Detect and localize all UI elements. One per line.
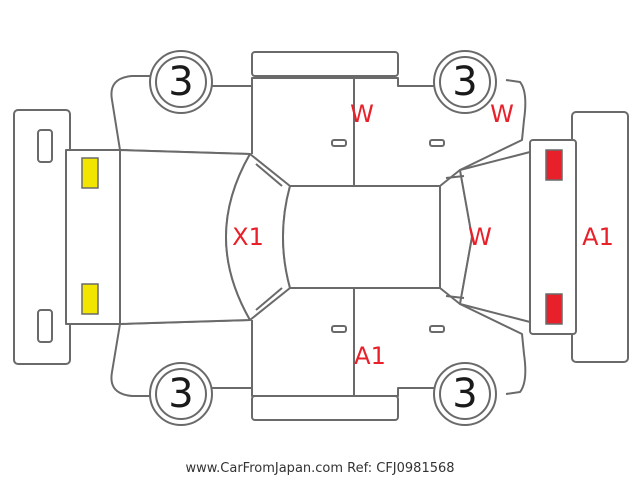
wheel-rear-right: 3: [433, 362, 497, 426]
damage-mark-hood: X1: [232, 223, 264, 251]
left-side-panel: [110, 51, 527, 186]
door-handle-rear-left: [429, 139, 445, 147]
taillight-right: [545, 293, 563, 325]
damage-marks: W W X1 W A1 A1: [232, 100, 614, 370]
damage-mark-left-front-door: W: [350, 100, 374, 128]
wheel-count-rear-right: 3: [452, 371, 477, 417]
headlight-left: [81, 157, 99, 189]
wheel-count-rear-left: 3: [452, 59, 477, 105]
door-handle-front-right: [331, 325, 347, 333]
wheel-front-right: 3: [149, 362, 213, 426]
roof: [282, 185, 441, 289]
wheel-front-left: 3: [149, 50, 213, 114]
wheel-count-front-right: 3: [168, 371, 193, 417]
left-side-skirt-top: [251, 51, 399, 77]
front-bumper: [13, 109, 71, 365]
car-top-view: [65, 139, 577, 335]
wheel-count-front-left: 3: [168, 59, 193, 105]
lights: [81, 149, 563, 325]
wheel-rear-left: 3: [433, 50, 497, 114]
headlight-right: [81, 283, 99, 315]
rear-panel: [529, 139, 577, 335]
damage-mark-right-front-door: A1: [354, 342, 386, 370]
right-side-skirt-bottom: [251, 395, 399, 421]
damage-mark-rear-bumper: A1: [582, 223, 614, 251]
footer-reference: www.CarFromJapan.com Ref: CFJ0981568: [185, 461, 454, 476]
damage-mark-rear-glass: W: [468, 223, 492, 251]
door-handle-rear-right: [429, 325, 445, 333]
trunk-lid: [459, 151, 531, 323]
door-handle-front-left: [331, 139, 347, 147]
taillight-left: [545, 149, 563, 181]
damage-mark-left-rear-fender: W: [490, 100, 514, 128]
